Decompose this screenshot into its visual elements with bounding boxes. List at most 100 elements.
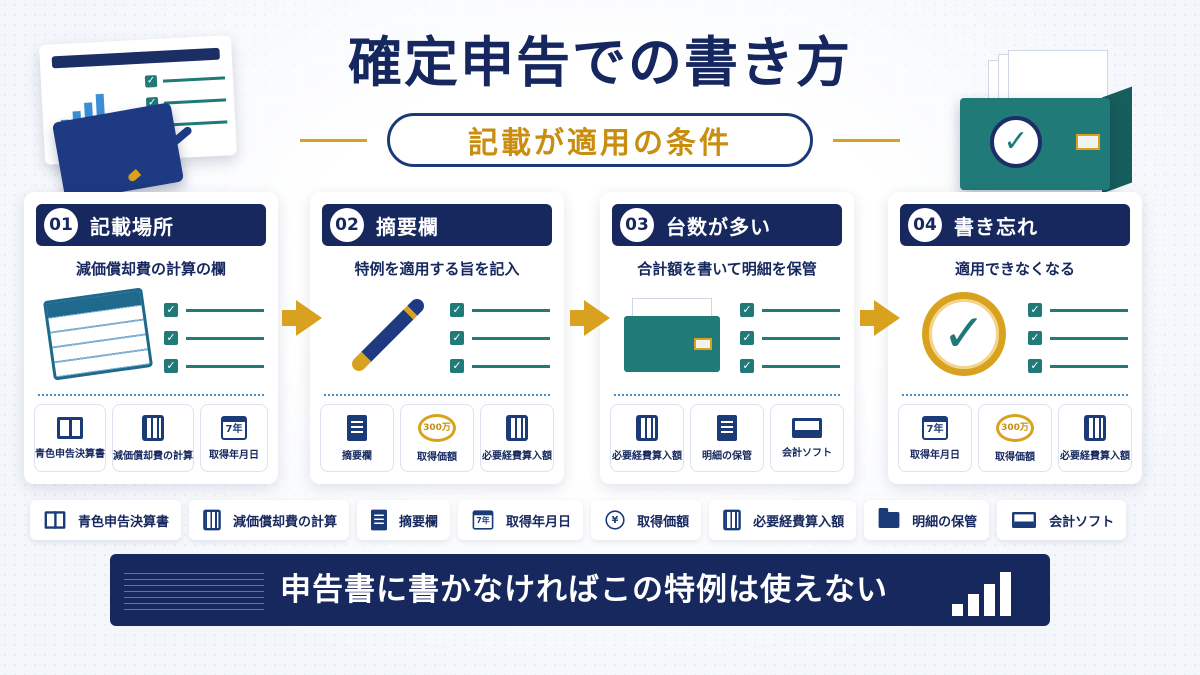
tool-label: 取得価額 bbox=[417, 451, 457, 463]
calculator-icon bbox=[142, 414, 164, 441]
glossary-chip: 7年取得年月日 bbox=[458, 500, 584, 540]
folder-icon bbox=[878, 508, 900, 528]
laptop-icon bbox=[792, 417, 822, 438]
tool-label: 取得年月日 bbox=[209, 449, 259, 461]
coin-icon: 300万 bbox=[996, 413, 1034, 442]
calendar-icon: 7年 bbox=[472, 510, 494, 530]
file-box-illustration: ✓ bbox=[952, 50, 1132, 194]
tool-tile: 300万取得価額 bbox=[400, 404, 474, 472]
tool-label: 減価償却費の計算 bbox=[113, 450, 193, 462]
divider-left bbox=[300, 138, 367, 142]
tool-label: 必要経費算入額 bbox=[612, 450, 682, 462]
glossary-row: 青色申告決算書 減価償却費の計算 摘要欄 7年取得年月日 ¥ 取得価額 必要経費算入額 明細の… bbox=[30, 500, 1170, 540]
checklist-icon: ✓✓✓ bbox=[450, 296, 550, 380]
dotted-divider bbox=[38, 394, 264, 396]
tool-label: 摘要欄 bbox=[342, 450, 372, 462]
glossary-label: 会計ソフト bbox=[1049, 514, 1115, 530]
document-icon bbox=[347, 414, 367, 441]
step-description: 特例を適用する旨を記入 bbox=[354, 260, 520, 278]
tool-tile: 摘要欄 bbox=[320, 404, 394, 472]
checklist-icon: ✓✓✓ bbox=[1028, 296, 1128, 380]
step-tools: 摘要欄 300万取得価額必要経費算入額 bbox=[320, 404, 554, 472]
calculator-icon bbox=[203, 509, 221, 531]
glossary-label: 取得年月日 bbox=[506, 514, 572, 530]
subtitle-row: 記載が適用の条件 bbox=[300, 112, 900, 168]
step-number: 03 bbox=[620, 208, 654, 242]
step-header: 01 記載場所 bbox=[36, 204, 266, 246]
calculator-icon bbox=[723, 509, 741, 531]
gold-check-badge-illustration: ✓ bbox=[902, 288, 1022, 380]
page-title: 確定申告での書き方 bbox=[348, 31, 852, 94]
glossary-chip: 会計ソフト bbox=[997, 500, 1127, 540]
glossary-label: 必要経費算入額 bbox=[753, 514, 845, 530]
dotted-divider bbox=[902, 394, 1128, 396]
laptop-icon bbox=[1012, 512, 1037, 528]
step-description: 適用できなくなる bbox=[954, 260, 1075, 278]
step-number: 04 bbox=[908, 208, 942, 242]
yen-icon: ¥ bbox=[605, 510, 625, 530]
step-title: 書き忘れ bbox=[954, 214, 1038, 239]
step-number: 01 bbox=[44, 208, 78, 242]
glossary-chip: 青色申告決算書 bbox=[30, 500, 182, 540]
subtitle: 記載が適用の条件 bbox=[386, 113, 814, 167]
step-header: 02 摘要欄 bbox=[322, 204, 552, 246]
glossary-chip: 減価償却費の計算 bbox=[189, 500, 350, 540]
tool-tile: 必要経費算入額 bbox=[1058, 404, 1132, 472]
document-icon bbox=[717, 414, 737, 441]
glossary-label: 青色申告決算書 bbox=[78, 514, 170, 530]
growth-chart-icon bbox=[952, 566, 1026, 616]
tool-label: 取得年月日 bbox=[910, 449, 960, 461]
calendar-icon: 7年 bbox=[922, 415, 948, 440]
tool-tile: 必要経費算入額 bbox=[610, 404, 684, 472]
dotted-divider bbox=[614, 394, 840, 396]
check-badge-icon: ✓ bbox=[990, 116, 1042, 168]
fountain-pen-illustration bbox=[324, 288, 444, 380]
glossary-chip: 明細の保管 bbox=[864, 500, 990, 540]
banner-text: 申告書に書かなければこの特例は使えない bbox=[280, 572, 888, 608]
glossary-chip: ¥ 取得価額 bbox=[591, 500, 702, 540]
glossary-label: 減価償却費の計算 bbox=[233, 514, 338, 530]
tool-label: 青色申告決算書 bbox=[35, 448, 105, 460]
speed-lines-decoration bbox=[124, 568, 264, 612]
ledger-sheet-illustration bbox=[38, 287, 158, 381]
calculator-icon bbox=[636, 414, 658, 441]
dotted-divider bbox=[324, 394, 550, 396]
tool-tile: 7年取得年月日 bbox=[200, 404, 268, 472]
tool-label: 会計ソフト bbox=[782, 447, 832, 459]
step-number: 02 bbox=[330, 208, 364, 242]
arrow-right-icon bbox=[860, 300, 900, 336]
glossary-chip: 必要経費算入額 bbox=[709, 500, 857, 540]
tool-label: 必要経費算入額 bbox=[1060, 450, 1130, 462]
tool-label: 必要経費算入額 bbox=[482, 450, 552, 462]
glossary-chip: 摘要欄 bbox=[357, 500, 451, 540]
tool-tile: 会計ソフト bbox=[770, 404, 844, 472]
tool-label: 明細の保管 bbox=[702, 450, 752, 462]
arrow-right-icon bbox=[570, 300, 610, 336]
tool-tile: 青色申告決算書 bbox=[34, 404, 106, 472]
step-title: 記載場所 bbox=[90, 214, 174, 239]
step-tools: 必要経費算入額 明細の保管 会計ソフト bbox=[610, 404, 844, 472]
book-icon bbox=[57, 416, 83, 439]
glossary-label: 取得価額 bbox=[637, 514, 690, 530]
arrow-right-icon bbox=[282, 300, 322, 336]
tool-tile: 明細の保管 bbox=[690, 404, 764, 472]
glossary-label: 明細の保管 bbox=[912, 514, 978, 530]
tool-tile: 必要経費算入額 bbox=[480, 404, 554, 472]
calculator-icon bbox=[506, 414, 528, 441]
step-title: 摘要欄 bbox=[376, 214, 439, 239]
document-icon bbox=[371, 509, 388, 531]
step-header: 04 書き忘れ bbox=[900, 204, 1130, 246]
step-tools: 青色申告決算書減価償却費の計算 7年取得年月日 bbox=[34, 404, 268, 472]
divider-right bbox=[833, 138, 900, 142]
checklist-icon: ✓✓✓ bbox=[164, 296, 264, 380]
book-icon bbox=[44, 511, 66, 529]
glossary-label: 摘要欄 bbox=[399, 514, 439, 530]
checklist-icon: ✓✓✓ bbox=[740, 296, 840, 380]
tool-tile: 減価償却費の計算 bbox=[112, 404, 194, 472]
